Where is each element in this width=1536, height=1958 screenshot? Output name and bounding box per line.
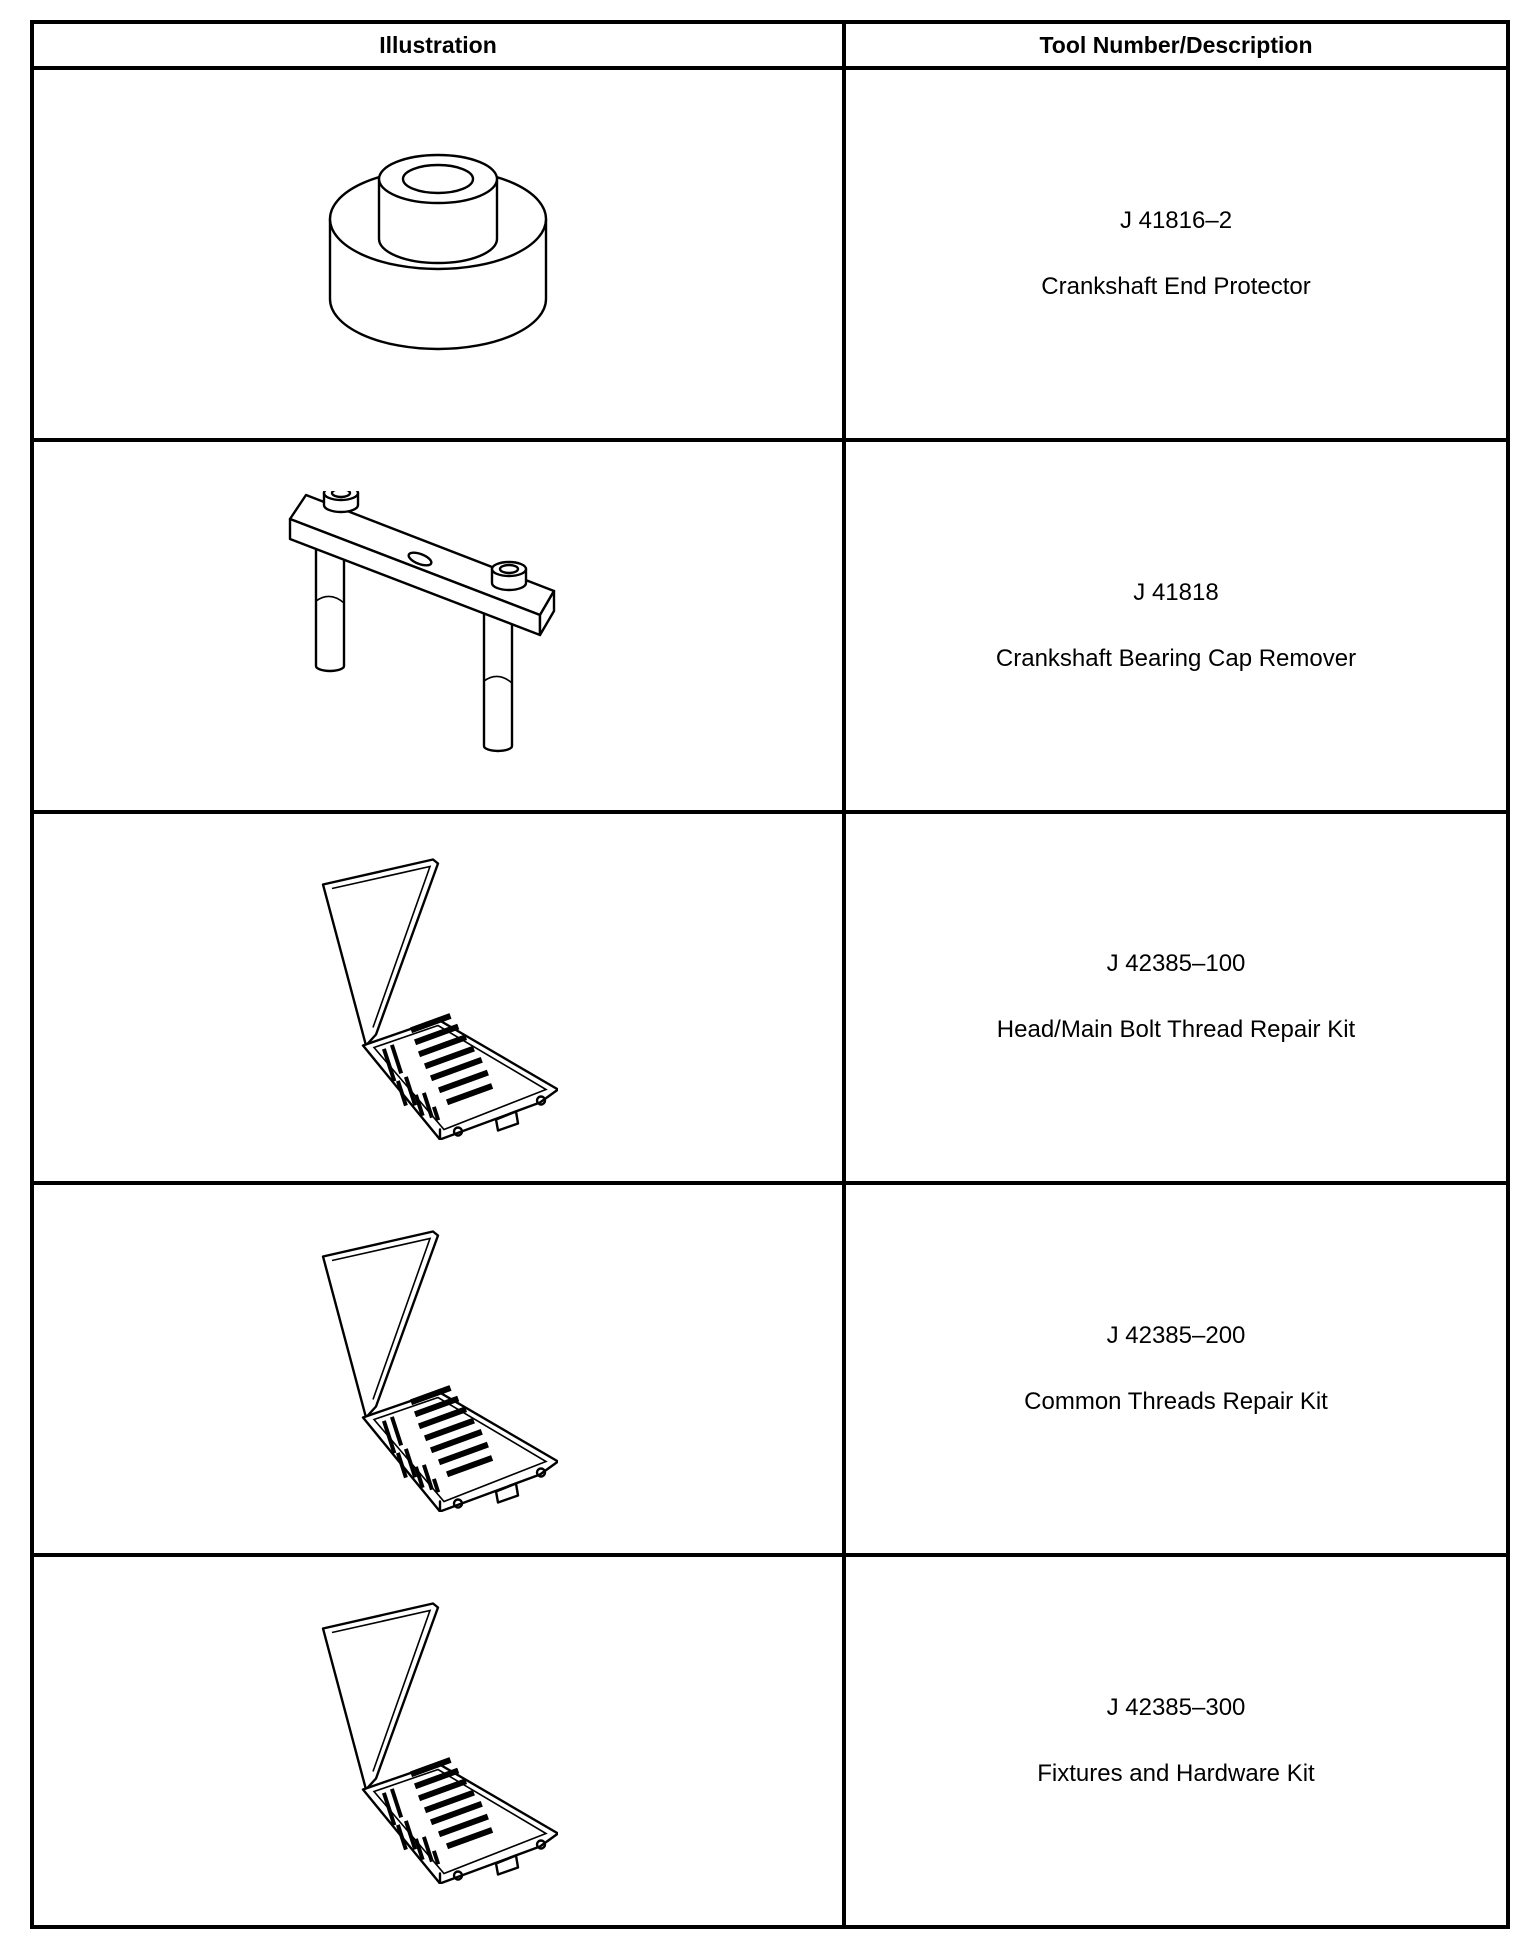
illustration-cell xyxy=(34,70,846,438)
table-row: J 41818 Crankshaft Bearing Cap Remover xyxy=(34,437,1506,810)
tool-description-cell: J 42385–200 Common Threads Repair Kit xyxy=(846,1185,1506,1553)
tool-description: Fixtures and Hardware Kit xyxy=(1037,1760,1315,1788)
crankshaft-end-protector-illustration xyxy=(328,153,548,351)
table-row: J 42385–100 Head/Main Bolt Thread Repair… xyxy=(34,809,1506,1182)
tool-description: Common Threads Repair Kit xyxy=(1024,1388,1328,1416)
tool-number: J 42385–300 xyxy=(1106,1694,1246,1722)
illustration-cell xyxy=(34,1185,846,1554)
tool-description: Crankshaft End Protector xyxy=(1041,272,1311,300)
illustration-column-header: Illustration xyxy=(34,24,846,66)
tool-description-cell: J 41816–2 Crankshaft End Protector xyxy=(846,70,1506,438)
table-row: J 42385–300 Fixtures and Hardware Kit xyxy=(34,1553,1506,1925)
thread-repair-kit-case-illustration xyxy=(318,1599,558,1884)
tool-description-cell: J 42385–300 Fixtures and Hardware Kit xyxy=(846,1557,1506,1925)
tool-number: J 42385–100 xyxy=(1106,950,1246,978)
illustration-cell xyxy=(34,1557,846,1925)
tool-number: J 41818 xyxy=(1133,578,1219,606)
tool-description-cell: J 42385–100 Head/Main Bolt Thread Repair… xyxy=(846,814,1506,1182)
tool-number: J 41816–2 xyxy=(1119,206,1233,234)
thread-repair-kit-case-illustration xyxy=(318,1227,558,1512)
bearing-cap-remover-illustration xyxy=(288,490,556,752)
special-tools-table: Illustration Tool Number/Description J 4… xyxy=(30,20,1510,1929)
illustration-cell xyxy=(34,813,846,1182)
table-header-row: Illustration Tool Number/Description xyxy=(34,24,1506,66)
illustration-cell xyxy=(34,441,846,810)
tool-description: Head/Main Bolt Thread Repair Kit xyxy=(996,1016,1356,1044)
tool-column-header: Tool Number/Description xyxy=(1039,31,1313,58)
tool-number: J 42385–200 xyxy=(1106,1322,1246,1350)
tool-description-cell: J 41818 Crankshaft Bearing Cap Remover xyxy=(846,442,1506,810)
thread-repair-kit-case-illustration xyxy=(318,855,558,1140)
table-row: J 41816–2 Crankshaft End Protector xyxy=(34,66,1506,438)
tool-description: Crankshaft Bearing Cap Remover xyxy=(995,644,1357,672)
table-row: J 42385–200 Common Threads Repair Kit xyxy=(34,1181,1506,1554)
